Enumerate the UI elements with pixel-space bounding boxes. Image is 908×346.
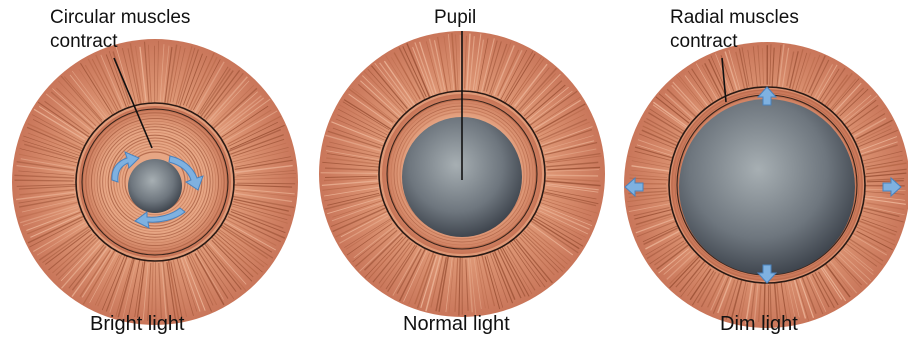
- callout-pupil: Pupil: [434, 6, 476, 30]
- caption-dim-light: Dim light: [720, 312, 798, 336]
- callout-circular-muscles-line2: contract: [50, 30, 118, 54]
- radial-muscle-fiber: [321, 173, 380, 174]
- callout-circular-muscles-line1: Circular muscles: [50, 6, 190, 30]
- radial-muscle-fiber: [15, 180, 74, 181]
- pupil-dim: [679, 99, 855, 275]
- callout-radial-muscles-line2: contract: [670, 30, 738, 54]
- caption-bright-light: Bright light: [90, 312, 185, 336]
- caption-normal-light: Normal light: [403, 312, 510, 336]
- radial-muscle-fiber: [547, 175, 599, 176]
- pupil-bright: [128, 159, 182, 213]
- iris-dim-light: [624, 42, 908, 328]
- iris-bright-light: [12, 39, 298, 325]
- callout-radial-muscles-line1: Radial muscles: [670, 6, 799, 30]
